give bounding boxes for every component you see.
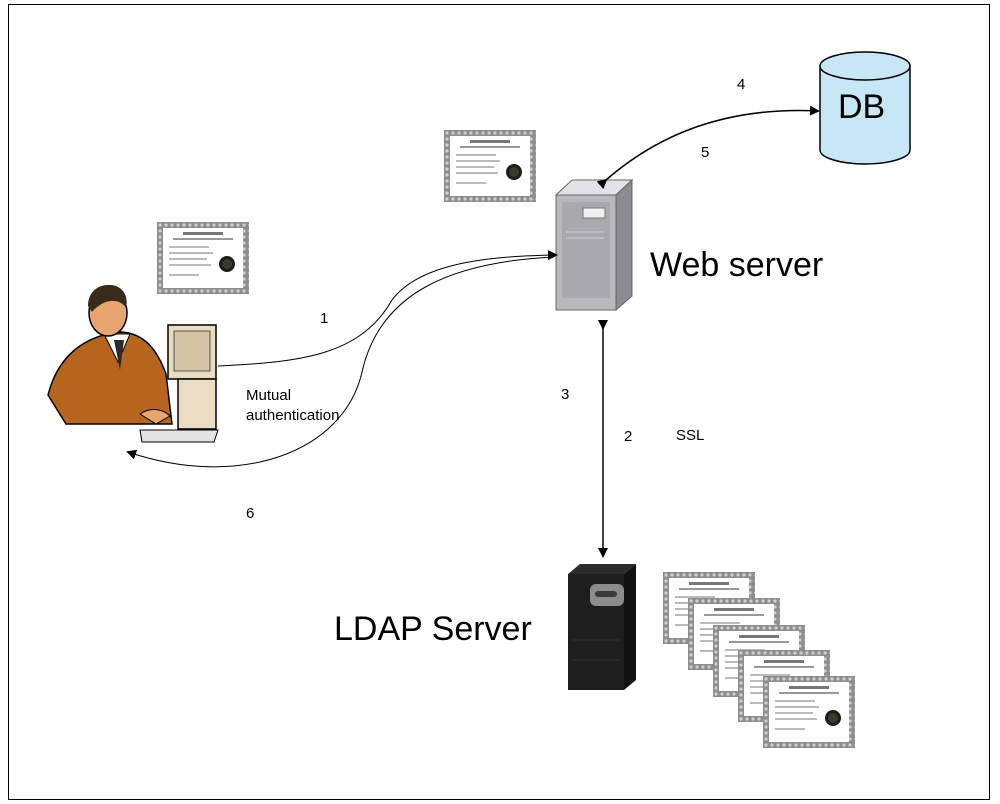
web-server-label: Web server [650, 246, 824, 284]
step-4-label: 4 [737, 76, 746, 93]
ssl-label: SSL [676, 427, 705, 444]
step-1-label: 1 [320, 310, 329, 327]
database-icon [819, 51, 911, 165]
server-certificate-icon [444, 130, 536, 202]
ldap-server-label: LDAP Server [334, 610, 532, 648]
db-label: DB [838, 88, 886, 126]
step-6-label: 6 [246, 505, 255, 522]
ldap-certificate-stack-icon [663, 572, 855, 748]
arrow-1-user-to-webserver [217, 250, 558, 367]
web-server-icon [554, 178, 634, 312]
arrow-4-5-webserver-db [596, 105, 820, 190]
arrow-6-webserver-to-user [126, 256, 555, 468]
step-5-label: 5 [701, 144, 710, 161]
step-3-label: 3 [561, 386, 570, 403]
mutual-auth-label-line2: authentication [246, 407, 340, 424]
user-certificate-icon [157, 222, 249, 294]
user-at-computer-icon [47, 284, 219, 443]
step-2-label: 2 [624, 428, 633, 445]
mutual-auth-label-line1: Mutual [246, 387, 292, 404]
ldap-server-icon [568, 564, 636, 690]
